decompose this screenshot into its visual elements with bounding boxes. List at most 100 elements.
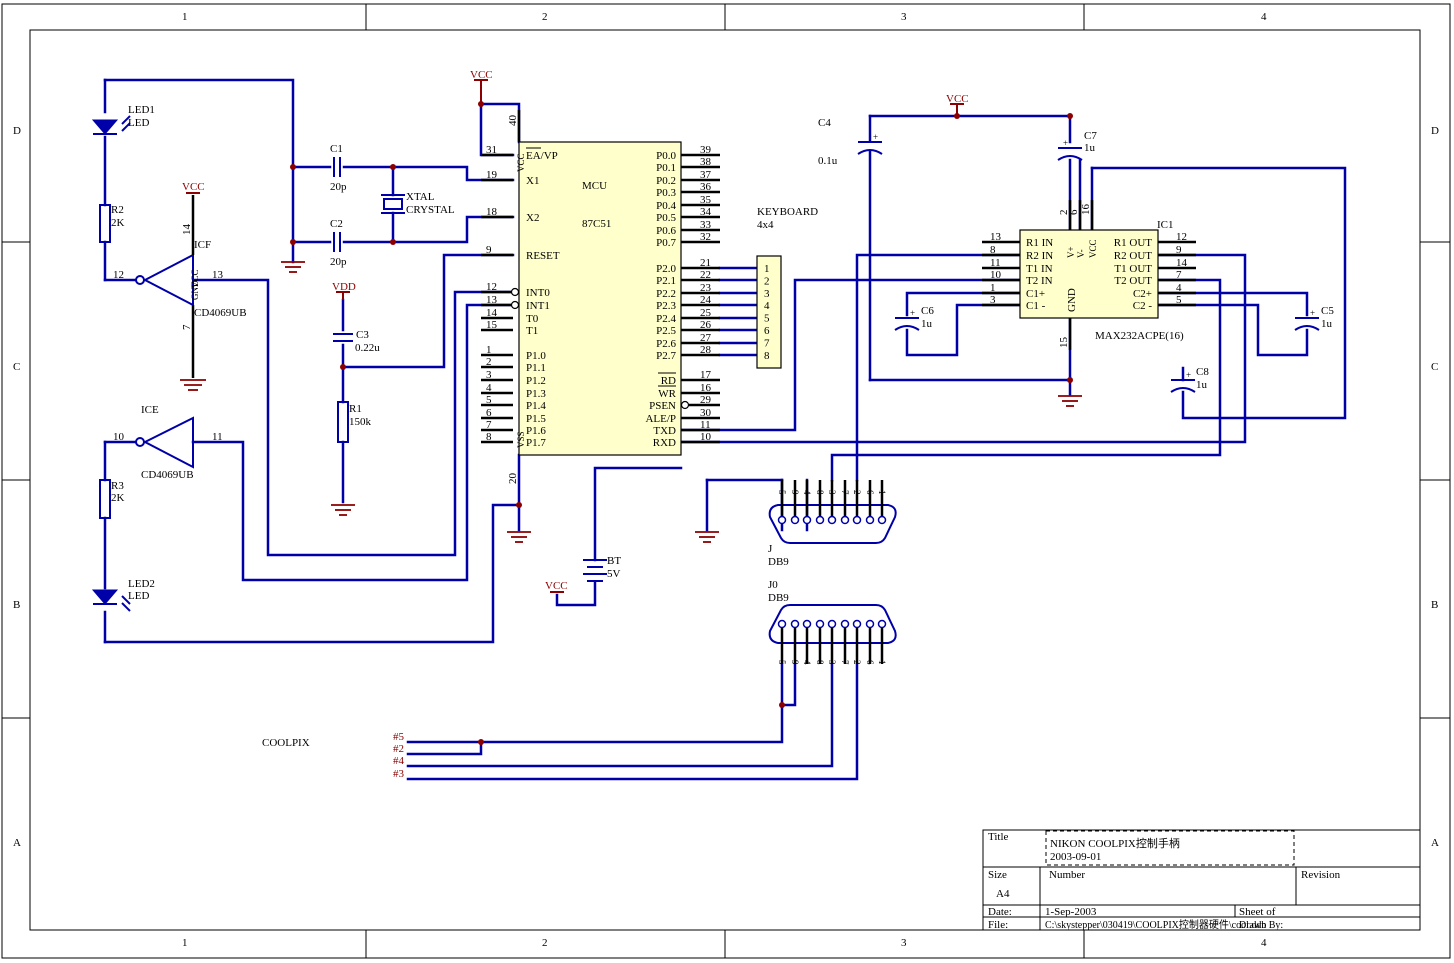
mcu-pin-28-number: 28 xyxy=(700,344,712,356)
mcu-vss-label: VSS xyxy=(516,431,526,448)
db9-j-pin-5: 5 xyxy=(777,490,787,495)
led2-type: LED xyxy=(128,590,149,602)
mcu-pin-26-number: 26 xyxy=(700,319,712,331)
keyboard-pin-2: 2 xyxy=(764,275,770,287)
size-label: Size xyxy=(988,869,1007,881)
mcu-pin-34-number: 34 xyxy=(700,206,712,218)
zone-left-B: B xyxy=(13,599,20,611)
mcu-pin-5-name: P1.4 xyxy=(526,400,546,412)
max232-pin-2-name: V+ xyxy=(1066,246,1076,258)
max232-pin-4-name: C2+ xyxy=(1133,288,1152,300)
revision-label: Revision xyxy=(1301,869,1341,881)
resistor-r3: R3 2K xyxy=(99,479,125,519)
mcu-pin-37-number: 37 xyxy=(700,169,712,181)
mcu-pin-10-name: RXD xyxy=(653,437,676,449)
mcu-pin-4-number: 4 xyxy=(486,382,492,394)
zone-top-2: 2 xyxy=(542,11,548,23)
c7-ref: C7 xyxy=(1084,130,1097,142)
mcu-pin-17-number: 17 xyxy=(700,369,712,381)
max232-gnd-pin: 15 xyxy=(1058,337,1070,349)
icf-pin-in: 12 xyxy=(113,269,124,281)
svg-text:+: + xyxy=(1063,138,1068,148)
db9-j-pin-1: 1 xyxy=(877,490,887,495)
mcu-pin-24-number: 24 xyxy=(700,294,712,306)
mcu-pin-35-number: 35 xyxy=(700,194,712,206)
db9-j0-pin-1: 1 xyxy=(877,660,887,665)
c8-value: 1u xyxy=(1196,379,1208,391)
db9-j0-pin-9: 9 xyxy=(790,660,800,665)
zone-right-B: B xyxy=(1431,599,1438,611)
inverter-ice: ICE 10 11 CD4069UB xyxy=(113,404,223,481)
r3-value: 2K xyxy=(111,492,125,504)
mcu-pin-19-number: 19 xyxy=(486,169,498,181)
db9-j0-pin-5: 5 xyxy=(777,660,787,665)
max232-pin-13-number: 13 xyxy=(990,231,1002,243)
bt-value: 5V xyxy=(607,568,621,580)
c1-value: 20p xyxy=(330,181,347,193)
max232-pin-7-name: T2 OUT xyxy=(1114,275,1152,287)
capacitor-c8: + C8 1u xyxy=(1170,366,1209,393)
sheet-label: Sheet of xyxy=(1239,906,1276,918)
mcu-pin-12-name: INT0 xyxy=(526,287,550,299)
mcu-pin-17-name: RD xyxy=(661,375,676,387)
keyboard-size: 4x4 xyxy=(757,219,774,231)
svg-text:+: + xyxy=(910,308,915,318)
mcu-pin-3-number: 3 xyxy=(486,369,492,381)
mcu-pin-26-name: P2.5 xyxy=(656,325,676,337)
db9-j-pin-7: 7 xyxy=(840,490,850,495)
mcu-pin-4-name: P1.3 xyxy=(526,388,546,400)
db9-j0-pin-8: 8 xyxy=(815,660,825,665)
zone-bottom-4: 4 xyxy=(1261,937,1267,949)
sheet-frame: 1 2 3 4 1 2 3 4 D C B A D C B A xyxy=(1,3,1451,959)
power-symbols: VCC VCC VDD VCC VCC xyxy=(180,69,1082,593)
mcu-pin-29-number: 29 xyxy=(700,394,712,406)
mcu-pin-27-number: 27 xyxy=(700,332,712,344)
wires xyxy=(103,78,1347,781)
max232-pin-6-number: 6 xyxy=(1068,209,1080,215)
max232-pin-3-number: 3 xyxy=(990,294,996,306)
max232-pin-14-number: 14 xyxy=(1176,257,1188,269)
ice-ref: ICE xyxy=(141,404,159,416)
mcu-pin-31-name: EA/VP xyxy=(526,150,558,162)
max232-pin-1-name: C1+ xyxy=(1026,288,1045,300)
db9-j-pin-8: 8 xyxy=(815,490,825,495)
max232-pin-12-name: R1 OUT xyxy=(1114,237,1152,249)
max232-pin-5-name: C2 - xyxy=(1133,300,1153,312)
capacitor-c4: + C4 0.1u xyxy=(818,117,883,167)
max232-pin-8-number: 8 xyxy=(990,244,996,256)
coolpix-net-5: #5 xyxy=(393,731,405,743)
db9-j0-pin-3: 3 xyxy=(827,660,837,665)
svg-text:+: + xyxy=(1186,370,1191,380)
keyboard-pin-5: 5 xyxy=(764,313,770,325)
r1-value: 150k xyxy=(349,416,372,428)
mcu-pin-18-number: 18 xyxy=(486,206,498,218)
mcu-part: 87C51 xyxy=(582,218,611,230)
number-label: Number xyxy=(1049,869,1085,881)
keyboard-pin-6: 6 xyxy=(764,325,770,337)
max232-part: MAX232ACPE(16) xyxy=(1095,330,1184,342)
db9-j0-pin-4: 4 xyxy=(802,660,812,665)
coolpix-net-4: #4 xyxy=(393,755,405,767)
title-block: Title NIKON COOLPIX控制手柄 2003-09-01 Size … xyxy=(982,829,1421,931)
mcu-pin-13-number: 13 xyxy=(486,294,498,306)
max232-pin-16-number: 16 xyxy=(1080,204,1092,216)
file-label: File: xyxy=(988,919,1008,931)
max232-pin-9-number: 9 xyxy=(1176,244,1182,256)
mcu-pin-31-number: 31 xyxy=(486,144,497,156)
mcu-pin-32-number: 32 xyxy=(700,231,711,243)
c5-value: 1u xyxy=(1321,318,1333,330)
vcc-max-label: VCC xyxy=(946,93,969,105)
mcu-pin-12-number: 12 xyxy=(486,281,497,293)
mcu-pin-16-number: 16 xyxy=(700,382,712,394)
svg-text:+: + xyxy=(1310,308,1315,318)
c3-ref: C3 xyxy=(356,329,369,341)
db9-j-pin-3: 3 xyxy=(827,490,837,495)
title-label: Title xyxy=(988,831,1009,843)
mcu-pin-13-name: INT1 xyxy=(526,300,550,312)
mcu-pin-33-name: P0.6 xyxy=(656,225,676,237)
